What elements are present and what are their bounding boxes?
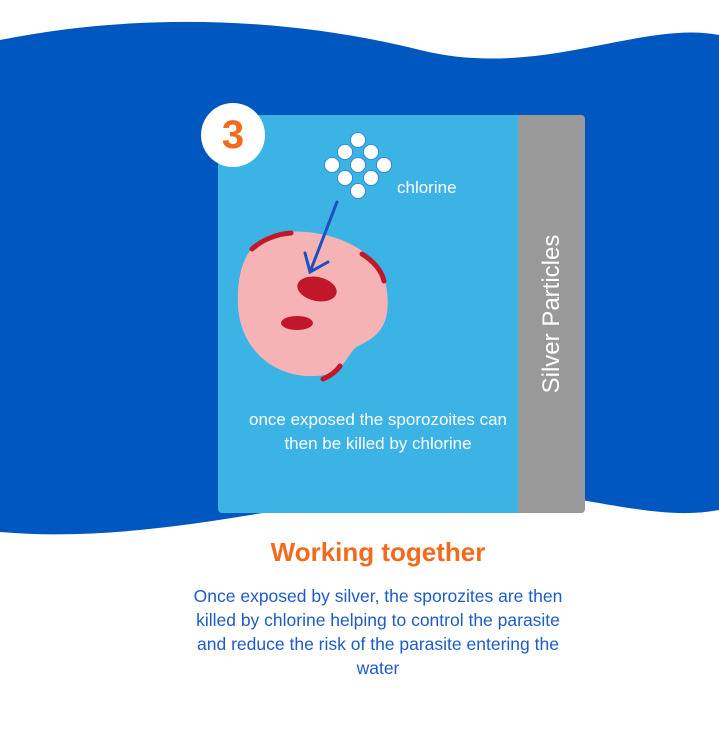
- sporozoite-cell: [237, 231, 388, 377]
- step-badge: 3: [201, 103, 265, 167]
- cell-wall-fragments: [249, 230, 387, 382]
- arrow-icon: [303, 200, 339, 275]
- silver-particles-strip: Silver Particles: [518, 115, 585, 513]
- organelle: [281, 316, 313, 330]
- section-title: Working together: [270, 537, 486, 567]
- card-description: once exposed the sporozoites can then be…: [248, 410, 507, 453]
- chlorine-molecule-icon: [324, 132, 392, 199]
- nucleus: [297, 276, 337, 302]
- chlorine-label: chlorine: [397, 178, 457, 197]
- section-body: Once exposed by silver, the sporozites a…: [193, 586, 563, 678]
